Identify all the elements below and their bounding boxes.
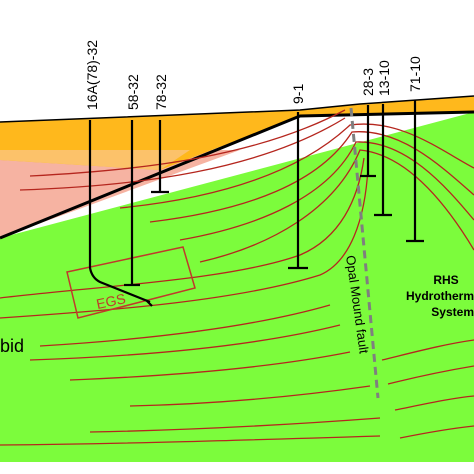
contour-line (89, 417, 381, 433)
contour-line (199, 149, 474, 263)
contour-line (69, 351, 351, 381)
contour-line (39, 304, 331, 347)
contour-line (381, 339, 474, 361)
well-label-9-1: 9-1 (290, 84, 306, 104)
isotherm-contours (0, 109, 474, 446)
well-label-71-10: 71-10 (407, 56, 423, 92)
contour-line (19, 117, 346, 191)
contour-line (399, 425, 474, 439)
upper-sediment-fade (0, 150, 190, 170)
well-16A78-32-trace (88, 120, 151, 304)
opal-mound-fault-line (349, 107, 380, 399)
left-edge-label: bid (0, 336, 24, 356)
contour-line (149, 131, 474, 223)
egs-label: EGS (95, 290, 127, 312)
well-16A78-32-tick (145, 299, 153, 307)
wells (88, 100, 424, 307)
granite-unit (0, 112, 474, 462)
well-label-16A78-32: 16A(78)-32 (84, 40, 100, 110)
rhs-label-line-3: System (431, 305, 474, 319)
egs-box (66, 246, 196, 319)
well-label-78-32: 78-32 (153, 74, 169, 110)
contour-line (179, 141, 474, 241)
contour-line (394, 395, 474, 411)
well-label-28-3: 28-3 (360, 68, 376, 96)
contour-line (0, 167, 369, 319)
contour-line (0, 435, 381, 446)
contour-line (119, 123, 474, 209)
lower-sediment-unit (0, 150, 240, 238)
contour-line (0, 157, 365, 299)
contour-line (387, 365, 474, 385)
well-label-13-10: 13-10 (376, 60, 392, 96)
contour-line (29, 324, 341, 361)
rhs-label-line-2: Hydrotherm (406, 289, 474, 303)
contour-line (129, 385, 371, 407)
well-label-58-32: 58-32 (125, 74, 141, 110)
land-surface-line (0, 95, 474, 123)
rhs-label-line-1: RHS (433, 273, 458, 287)
contour-line (29, 109, 346, 177)
